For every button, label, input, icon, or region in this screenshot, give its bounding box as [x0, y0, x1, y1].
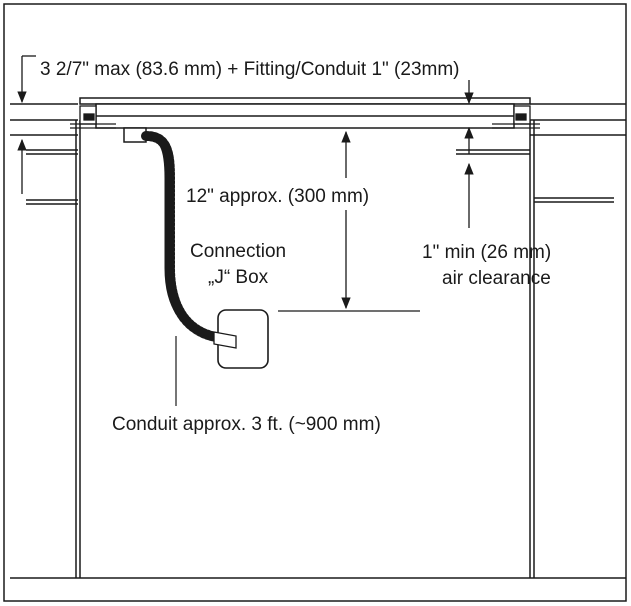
mounting-clamp-left [70, 105, 116, 129]
top-dimension-lines [17, 55, 36, 194]
junction-box-clamp [213, 331, 237, 349]
countertop [10, 103, 626, 136]
conduit-label: Conduit approx. 3 ft. (~900 mm) [112, 414, 381, 435]
clearance-label-line1: 1" min (26 mm) [422, 242, 551, 263]
depth-dimension [278, 130, 420, 312]
conduit [141, 131, 227, 343]
cooktop [79, 97, 531, 129]
mounting-clamp-right [492, 105, 540, 129]
conduit-outline [140, 135, 218, 339]
depth-label: 12" approx. (300 mm) [186, 186, 369, 207]
top-dimension-label: 3 2/7" max (83.6 mm) + Fitting/Conduit 1… [40, 59, 460, 80]
clearance-label-line2: air clearance [442, 268, 551, 289]
cabinet-walls [10, 120, 626, 579]
junction-box-label-line1: Connection [190, 241, 286, 262]
junction-box-label-line2: „J“ Box [208, 267, 269, 288]
outer-frame [3, 3, 627, 602]
